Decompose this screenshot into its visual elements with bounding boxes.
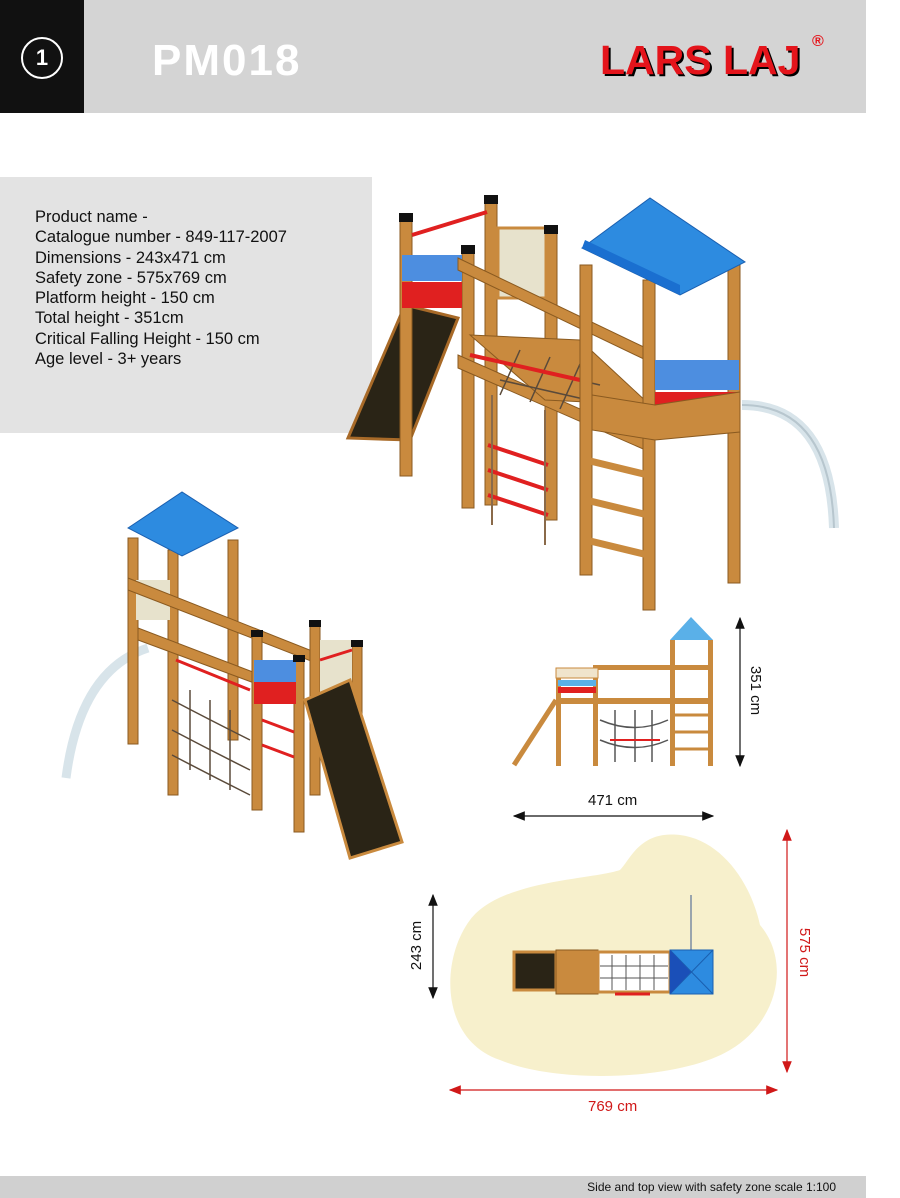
page-number-badge: 1 — [21, 37, 63, 79]
playset-back-view — [61, 491, 404, 860]
playset-front-view — [345, 195, 839, 611]
info-catalogue-number: Catalogue number - 849-117-2007 — [35, 228, 287, 247]
product-info-box: Product name - Catalogue number - 849-11… — [0, 177, 372, 433]
page-number-block: 1 — [0, 0, 84, 113]
header-bar: 1 PM018 LARS LAJ LARS LAJ ® — [0, 0, 866, 113]
info-platform-height: Platform height - 150 cm — [35, 289, 215, 308]
footer-bar: Side and top view with safety zone scale… — [0, 1176, 866, 1198]
brand-registered-mark: ® — [812, 33, 824, 50]
height-dimension-label: 351 cm — [747, 665, 765, 716]
zone-depth-dimension-label: 575 cm — [796, 927, 814, 978]
footer-caption: Side and top view with safety zone scale… — [587, 1180, 836, 1194]
info-age-level: Age level - 3+ years — [35, 350, 182, 369]
info-safety-zone: Safety zone - 575x769 cm — [35, 268, 227, 287]
brand-logo-shadow: LARS LAJ — [602, 39, 802, 85]
brand-logo: LARS LAJ LARS LAJ ® — [600, 33, 824, 85]
info-product-name: Product name - — [35, 208, 148, 226]
zone-width-dimension-label: 769 cm — [588, 1098, 638, 1115]
info-total-height: Total height - 351cm — [35, 309, 184, 328]
width-dimension-label: 471 cm — [588, 792, 638, 809]
product-info-list: Product name - Catalogue number - 849-11… — [35, 207, 287, 369]
top-view — [428, 828, 792, 1095]
side-view — [511, 616, 745, 821]
depth-dimension-label: 243 cm — [408, 920, 426, 971]
info-dimensions: Dimensions - 243x471 cm — [35, 248, 226, 267]
product-code: PM018 — [152, 36, 302, 85]
info-critical-falling-height: Critical Falling Height - 150 cm — [35, 329, 260, 348]
brand-logo-text: LARS LAJ — [600, 37, 800, 83]
